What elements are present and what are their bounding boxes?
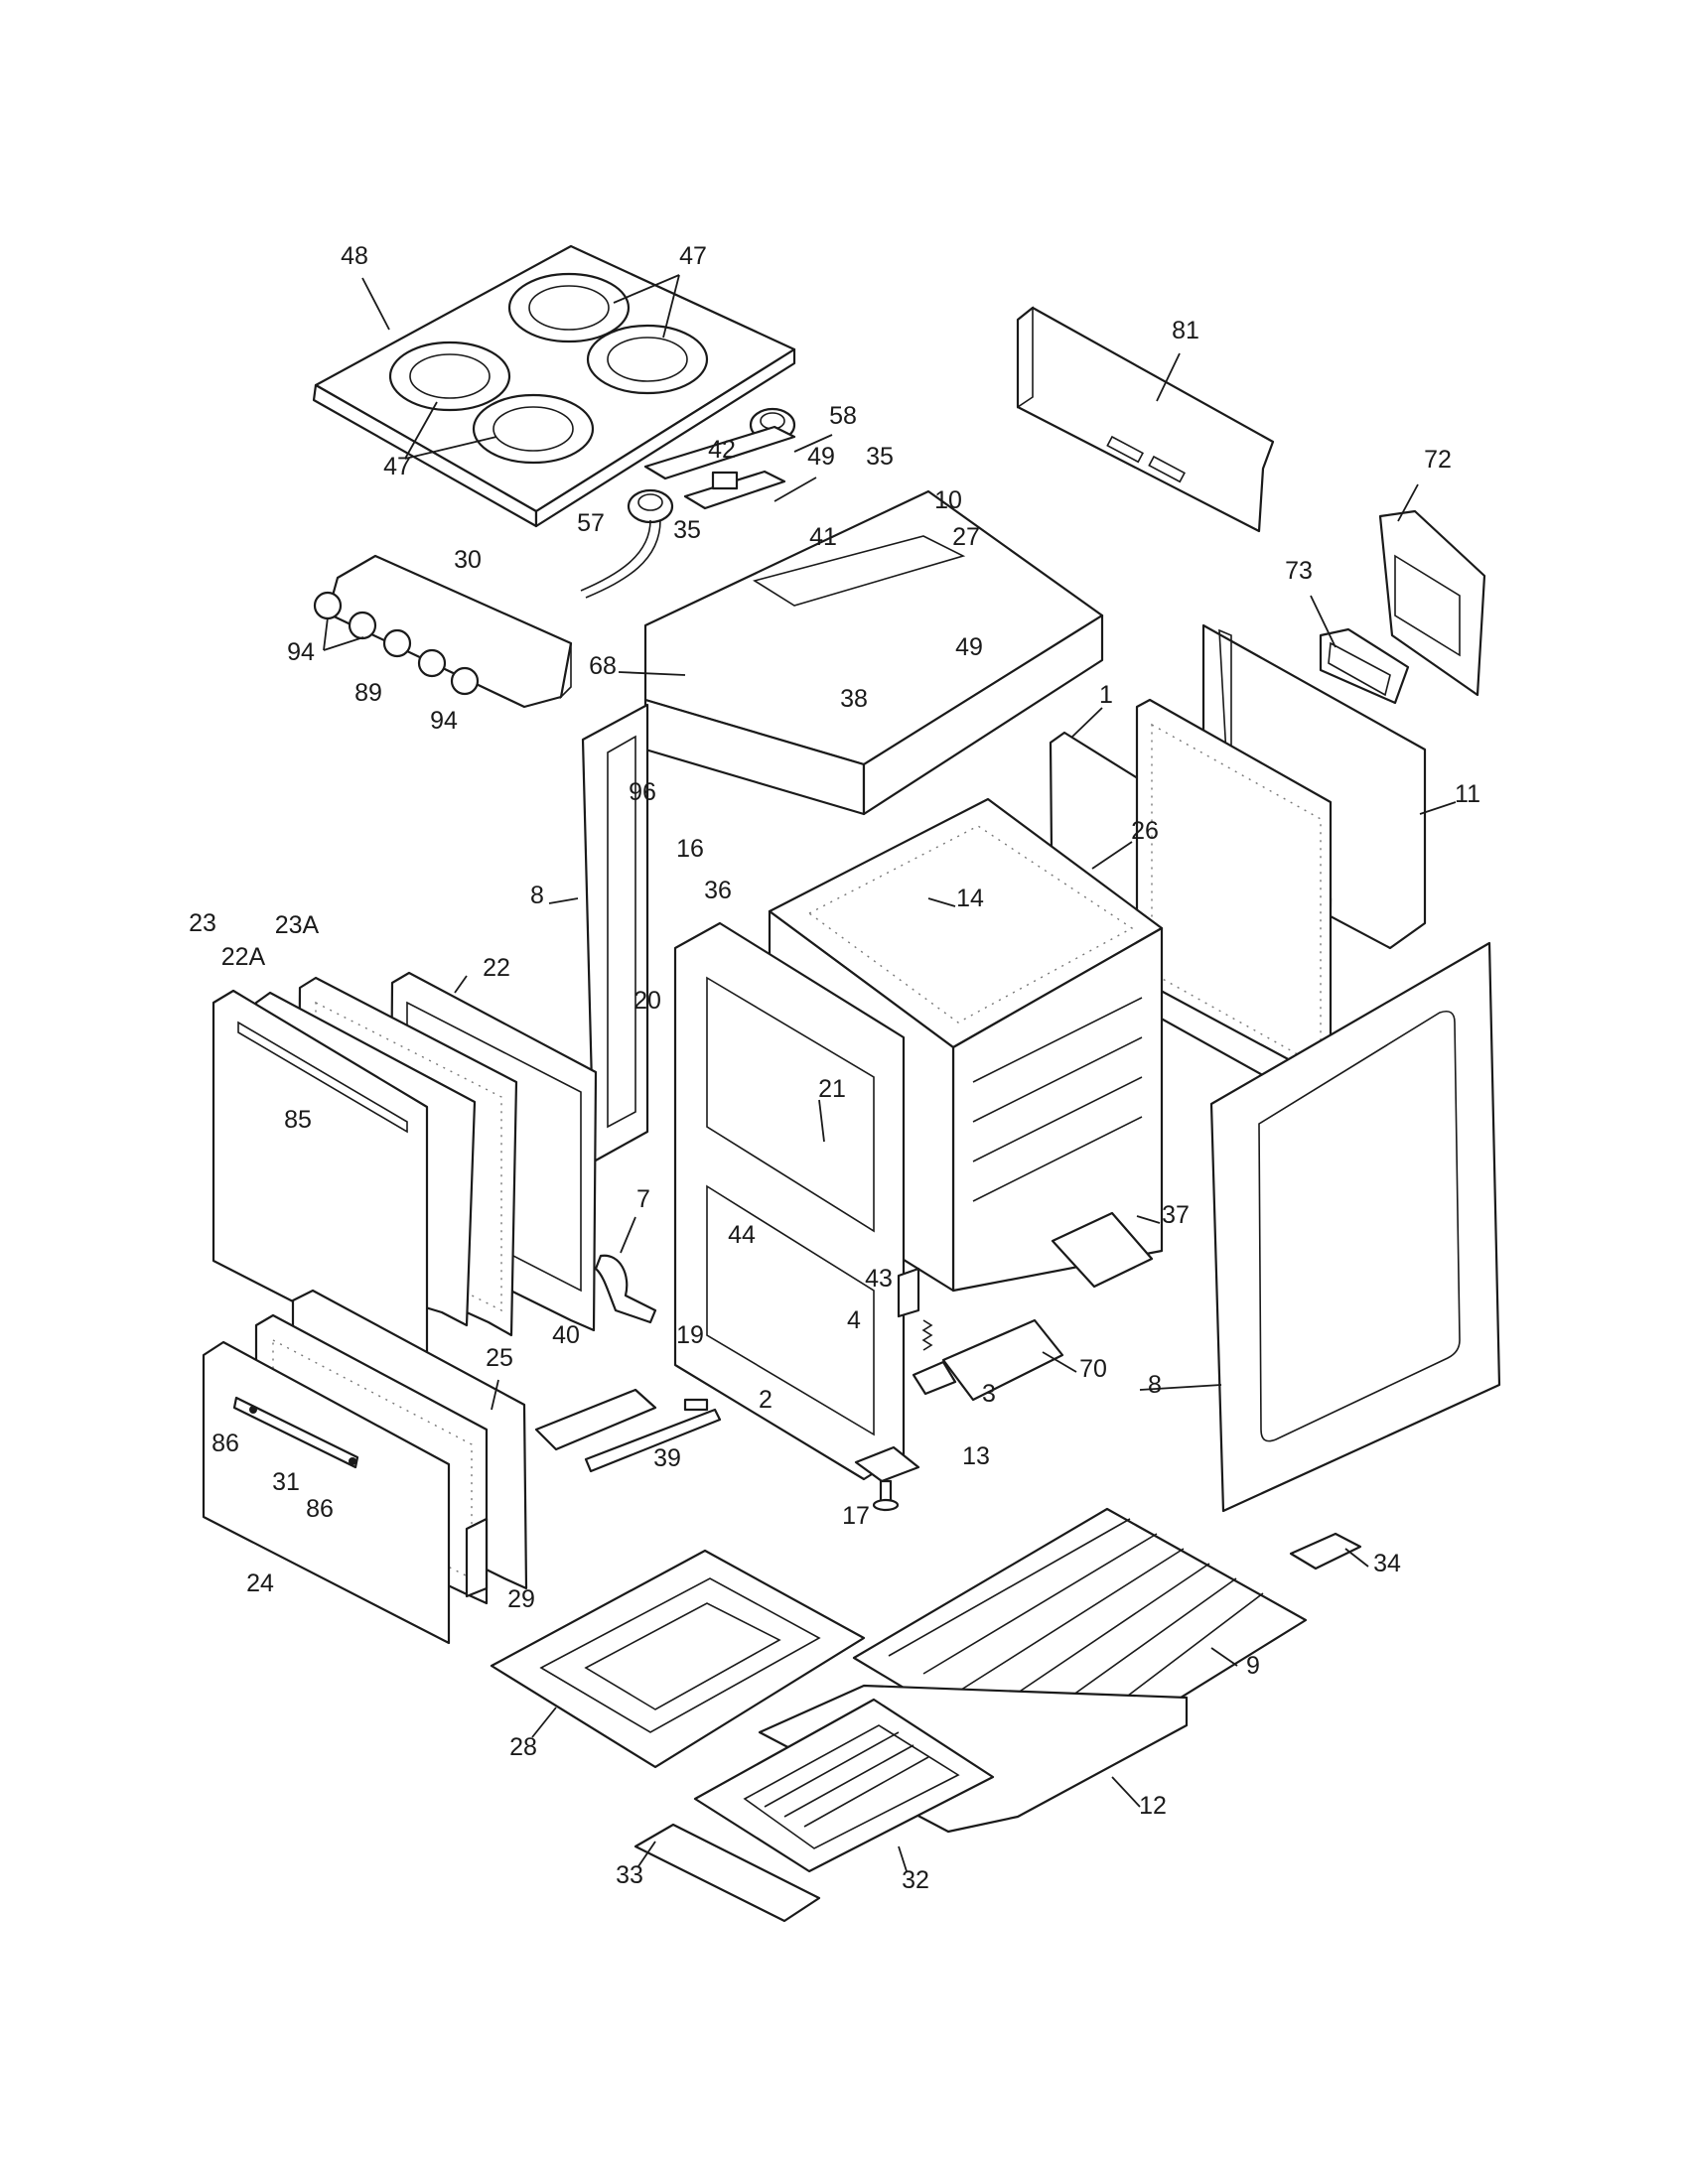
part-callout-24: 24 — [246, 1570, 274, 1597]
part-callout-58: 58 — [829, 402, 857, 430]
part-callout-21: 21 — [818, 1075, 846, 1103]
part-callout-36: 36 — [704, 877, 732, 904]
part-callout-48: 48 — [341, 242, 368, 270]
part-callout-47: 47 — [679, 242, 707, 270]
part-callout-22: 22 — [483, 954, 510, 982]
part-callout-94: 94 — [430, 707, 458, 735]
callout-leaders — [323, 274, 1457, 1872]
part-callout-7: 7 — [636, 1185, 650, 1213]
part-callout-23A: 23A — [275, 911, 320, 939]
backguard-part — [1016, 306, 1275, 533]
part-callout-1: 1 — [1099, 681, 1113, 709]
part-callout-43: 43 — [865, 1265, 893, 1293]
part-callout-33: 33 — [616, 1861, 643, 1889]
oven-bottom-parts — [897, 1211, 1154, 1402]
part-callout-73: 73 — [1285, 557, 1313, 585]
part-callout-19: 19 — [676, 1321, 704, 1349]
part-callout-94: 94 — [287, 638, 315, 666]
part-callout-39: 39 — [653, 1444, 681, 1472]
drawer-part — [202, 1289, 528, 1645]
part-callout-81: 81 — [1172, 317, 1199, 344]
oven-door-part — [211, 971, 598, 1372]
left-side-panel-part — [581, 703, 649, 1163]
part-callout-10: 10 — [934, 486, 962, 514]
part-callout-85: 85 — [284, 1106, 312, 1134]
part-callout-16: 16 — [676, 835, 704, 863]
back-cover-part — [1319, 509, 1486, 705]
part-callout-11: 11 — [1455, 780, 1480, 808]
part-callout-20: 20 — [633, 987, 661, 1015]
part-callout-41: 41 — [809, 523, 837, 551]
part-callout-40: 40 — [552, 1321, 580, 1349]
part-callout-22A: 22A — [221, 943, 266, 971]
hinge-link-part — [594, 1254, 657, 1324]
part-callout-23: 23 — [189, 909, 216, 937]
part-callout-31: 31 — [272, 1468, 300, 1496]
part-callout-44: 44 — [728, 1221, 756, 1249]
burner-grates-part — [388, 272, 709, 465]
part-callout-86: 86 — [211, 1430, 239, 1457]
part-callout-38: 38 — [840, 685, 868, 713]
broiler-brackets-part — [534, 1388, 722, 1473]
part-callout-57: 57 — [577, 509, 605, 537]
drawer-pan-part — [490, 1549, 866, 1769]
part-callout-42: 42 — [708, 436, 736, 464]
part-callout-30: 30 — [454, 546, 482, 574]
burner-assembly-part — [580, 407, 796, 599]
part-callout-4: 4 — [847, 1306, 861, 1334]
part-callout-35: 35 — [866, 443, 894, 471]
part-callout-49: 49 — [807, 443, 835, 471]
part-callout-9: 9 — [1246, 1652, 1260, 1680]
burner-box-part — [643, 489, 1104, 816]
part-callout-28: 28 — [509, 1733, 537, 1761]
part-callout-96: 96 — [629, 778, 656, 806]
part-callout-27: 27 — [952, 523, 980, 551]
part-callout-49: 49 — [955, 633, 983, 661]
part-callout-3: 3 — [982, 1380, 996, 1408]
control-panel-part — [313, 554, 573, 709]
part-callout-68: 68 — [589, 652, 617, 680]
part-callout-8: 8 — [1148, 1371, 1162, 1399]
part-callout-29: 29 — [507, 1585, 535, 1613]
part-callout-35: 35 — [673, 516, 701, 544]
part-callout-17: 17 — [842, 1502, 870, 1530]
part-callout-25: 25 — [486, 1344, 513, 1372]
part-callout-32: 32 — [902, 1866, 929, 1894]
part-callout-72: 72 — [1424, 446, 1452, 474]
right-side-panel-part — [1209, 941, 1501, 1513]
part-callout-34: 34 — [1373, 1550, 1401, 1577]
anti-tip-bracket-part — [1289, 1532, 1362, 1570]
part-callout-14: 14 — [956, 885, 984, 912]
part-callout-70: 70 — [1079, 1355, 1107, 1383]
part-callout-26: 26 — [1131, 817, 1159, 845]
part-callout-13: 13 — [962, 1442, 990, 1470]
part-callout-89: 89 — [354, 679, 382, 707]
part-callout-47: 47 — [383, 453, 411, 480]
part-callout-86: 86 — [306, 1495, 334, 1523]
broiler-pan-part — [633, 1684, 1189, 1923]
leveling-leg-part — [854, 1445, 920, 1512]
cooktop-part — [312, 244, 796, 528]
part-callout-8: 8 — [530, 882, 544, 909]
part-callout-37: 37 — [1162, 1201, 1190, 1229]
oven-insulation-part — [1049, 698, 1333, 1114]
part-callout-2: 2 — [759, 1386, 773, 1414]
part-callout-12: 12 — [1139, 1792, 1167, 1820]
